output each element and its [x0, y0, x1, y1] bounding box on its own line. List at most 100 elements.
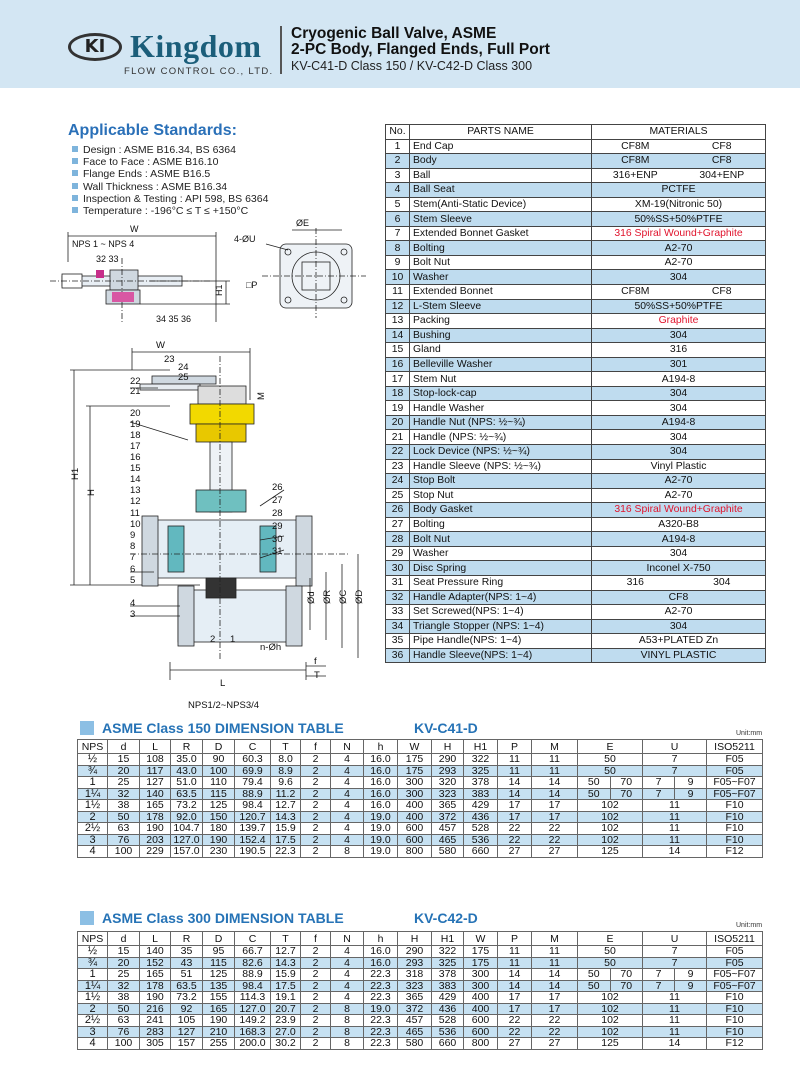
- part-callout: 5: [130, 575, 135, 586]
- dim-label: ØD: [354, 590, 365, 604]
- table-cell: 2: [300, 945, 331, 958]
- table-cell: 20: [107, 956, 140, 969]
- table-cell: 127: [139, 776, 171, 789]
- part-name: Packing: [409, 313, 592, 329]
- table-cell: 325: [431, 956, 464, 969]
- table-cell: 255: [202, 1037, 235, 1050]
- part-callout: 8: [130, 541, 135, 552]
- part-material: Inconel X-750: [591, 560, 766, 576]
- table-cell: 63.5: [170, 979, 203, 992]
- table-cell: 105: [170, 1014, 203, 1027]
- table-cell: ¾: [77, 764, 108, 777]
- col-header: H1: [431, 931, 464, 946]
- part-callout: 31: [272, 546, 283, 557]
- table-cell: 2: [300, 968, 331, 981]
- part-number: 22: [385, 444, 410, 460]
- table-cell: 2: [300, 753, 331, 766]
- logo-name: Kingdom: [130, 28, 262, 64]
- table-cell: 11: [497, 945, 532, 958]
- table-cell: 20.7: [270, 1002, 301, 1015]
- table-cell: 11: [642, 799, 707, 812]
- part-callout: 6: [130, 564, 135, 575]
- table-cell: 4: [330, 991, 364, 1004]
- part-name: Handle Sleeve(NPS: 1~4): [409, 647, 592, 664]
- part-number: 24: [385, 473, 410, 489]
- material-b: CF8: [711, 155, 732, 167]
- table-cell: F05~F07: [706, 776, 763, 789]
- part-callout: 28: [272, 508, 283, 519]
- dim-label: W: [130, 224, 139, 234]
- table-cell: 35.0: [170, 753, 203, 766]
- part-name: Handle Nut (NPS: ½~¾): [409, 414, 592, 431]
- part-callout: 29: [272, 521, 283, 532]
- table-cell: 300: [397, 776, 432, 789]
- col-header: N: [330, 931, 364, 946]
- table-cell: 11: [497, 753, 532, 766]
- part-number: 14: [385, 327, 410, 344]
- part-number: 32: [385, 589, 410, 606]
- table-cell: 400: [463, 1002, 498, 1015]
- part-material: Graphite: [591, 313, 766, 329]
- table-cell: 22.3: [363, 1037, 398, 1050]
- logo-mark: KI: [68, 32, 122, 61]
- table-cell: 14: [531, 787, 578, 800]
- table-cell: 16.0: [363, 956, 398, 969]
- col-header: E: [577, 931, 643, 946]
- part-callout: 20: [130, 408, 141, 419]
- table-cell: 11: [531, 945, 578, 958]
- part-name: Body: [409, 153, 592, 169]
- table-cell: 2: [300, 956, 331, 969]
- table-cell: ½: [77, 945, 108, 958]
- table-cell: 11.2: [270, 787, 301, 800]
- table-cell: 436: [463, 810, 498, 823]
- part-name: Lock Device (NPS: ½~¾): [409, 444, 592, 460]
- table300-title-text: ASME Class 300 DIMENSION TABLE: [102, 910, 344, 926]
- table-header-row: No. PARTS NAME MATERIALS: [385, 124, 766, 140]
- table-cell: 372: [431, 810, 464, 823]
- table-cell: 2: [77, 1002, 108, 1015]
- col-header: No.: [385, 124, 410, 140]
- col-header: h: [363, 931, 398, 946]
- part-callout: 32 33: [96, 254, 119, 264]
- part-material: A320-B8: [591, 516, 766, 533]
- table-cell: 14: [497, 776, 532, 789]
- table-cell: 429: [463, 799, 498, 812]
- table-cell: 22: [531, 822, 578, 835]
- table-cell: 14: [531, 979, 578, 992]
- table-cell: 30.2: [270, 1037, 301, 1050]
- table-cell: 11: [531, 764, 578, 777]
- table-cell: 12.7: [270, 945, 301, 958]
- table-cell: 2: [300, 810, 331, 823]
- col-header: f: [300, 931, 331, 946]
- part-name: Stop Nut: [409, 487, 592, 504]
- table-cell: 117: [139, 764, 171, 777]
- table-cell: F05~F07: [706, 979, 763, 992]
- table-cell: 11: [497, 764, 532, 777]
- part-number: 9: [385, 254, 410, 271]
- table-cell: 600: [397, 833, 432, 846]
- table-cell: F10: [706, 1025, 763, 1038]
- table-cell: 8.0: [270, 753, 301, 766]
- part-name: Handle (NPS: ½~¾): [409, 429, 592, 446]
- table150-model: KV-C41-D: [414, 720, 478, 736]
- table-cell: 17: [497, 991, 532, 1004]
- table-cell: 429: [431, 991, 464, 1004]
- part-callout: 25: [178, 372, 189, 383]
- table-cell: 580: [431, 845, 464, 858]
- table-cell: 11: [642, 1002, 707, 1015]
- col-header: N: [330, 739, 364, 754]
- part-callout: 19: [130, 419, 141, 430]
- part-number: 35: [385, 633, 410, 649]
- part-name: Stem Nut: [409, 371, 592, 387]
